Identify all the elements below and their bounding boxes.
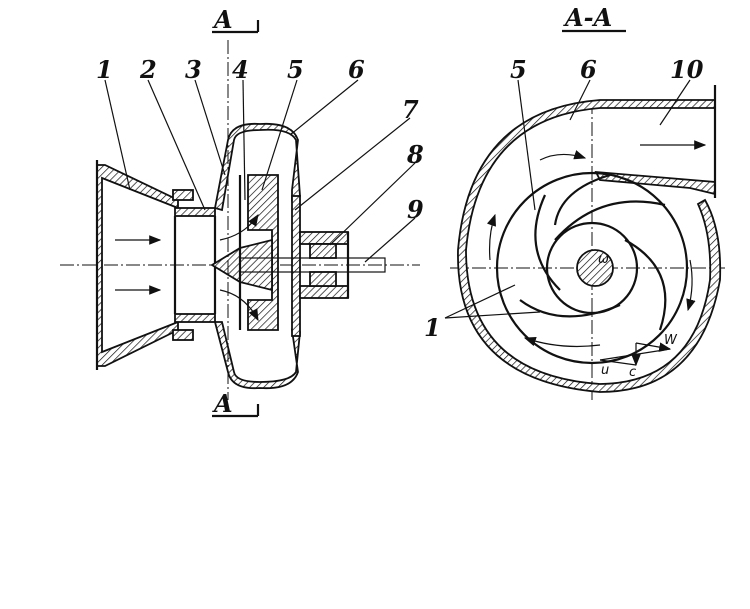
section-mark-bottom: A bbox=[212, 389, 260, 418]
svg-text:A: A bbox=[212, 5, 233, 34]
flow-arrow bbox=[523, 336, 601, 348]
leader-lines bbox=[104, 79, 416, 263]
part-label-9: 9 bbox=[407, 195, 424, 224]
flow-arrow bbox=[686, 259, 696, 312]
part-label-3: 3 bbox=[185, 55, 202, 84]
volute-casing bbox=[213, 122, 301, 390]
side-view: A A 1 2 3 4 5 6 7 8 9 bbox=[60, 5, 424, 418]
section-mark-top: A bbox=[212, 5, 260, 34]
part-label-2: 2 bbox=[139, 55, 157, 84]
u-label: u bbox=[601, 363, 609, 378]
flow-arrows bbox=[115, 213, 259, 322]
w-vector bbox=[635, 342, 672, 352]
section-label-1: 1 bbox=[424, 313, 441, 342]
u-vector bbox=[599, 348, 671, 361]
velocity-triangle: ω W u c bbox=[598, 252, 678, 380]
impeller bbox=[210, 174, 279, 331]
flow-arrow bbox=[219, 289, 259, 322]
part-label-4: 4 bbox=[232, 55, 249, 84]
section-label-5: 5 bbox=[510, 55, 527, 84]
part-label-5: 5 bbox=[287, 55, 304, 84]
section-leader-lines bbox=[444, 79, 691, 319]
section-label-10: 10 bbox=[670, 55, 704, 84]
section-impeller bbox=[495, 171, 689, 365]
part-label-1: 1 bbox=[96, 55, 113, 84]
omega-label: ω bbox=[598, 252, 609, 267]
part-label-6: 6 bbox=[348, 55, 365, 84]
part-labels: 1 2 3 4 5 6 7 8 9 bbox=[96, 55, 424, 224]
flow-arrow bbox=[539, 150, 587, 161]
section-view: A-A bbox=[424, 3, 725, 400]
c-label: c bbox=[629, 365, 636, 380]
shaft-section bbox=[576, 249, 614, 287]
inlet-cone bbox=[95, 160, 194, 370]
flow-arrow bbox=[486, 213, 496, 261]
shaft-bearing bbox=[239, 231, 386, 299]
part-label-8: 8 bbox=[406, 140, 424, 169]
section-label-6: 6 bbox=[580, 55, 597, 84]
w-label: W bbox=[664, 333, 678, 348]
part-label-7: 7 bbox=[402, 95, 419, 124]
flow-arrow bbox=[219, 213, 259, 241]
svg-text:A: A bbox=[212, 389, 233, 418]
section-title: A-A bbox=[563, 3, 612, 32]
